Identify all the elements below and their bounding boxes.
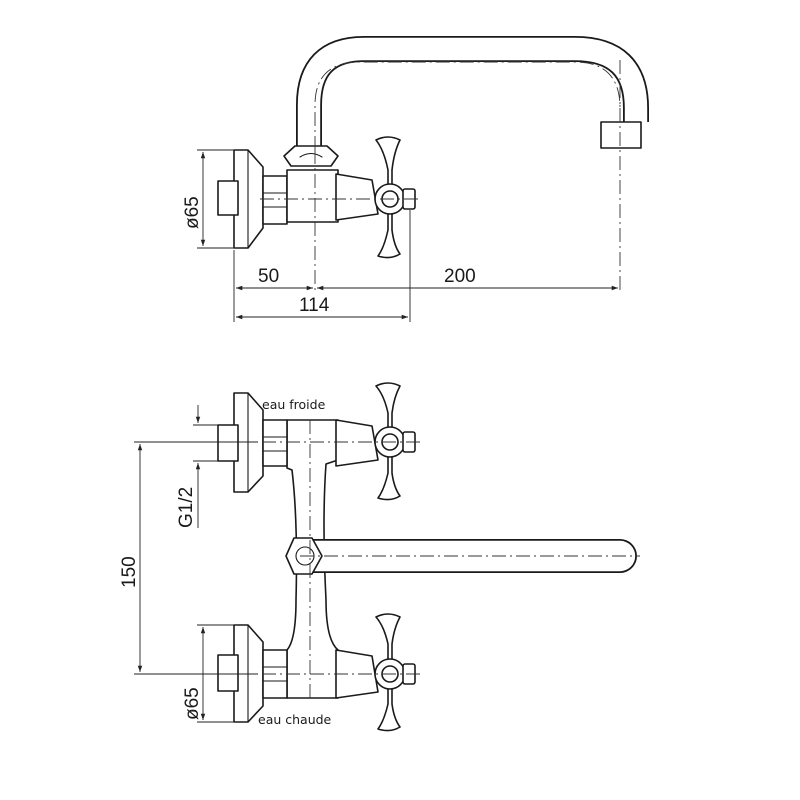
hex-nut: [262, 175, 288, 225]
dimension-50-200: 50 200: [233, 210, 618, 322]
swivel-ring: [283, 145, 339, 167]
cold-cross-handle[interactable]: [374, 382, 416, 501]
dimension-diameter-front: ø65: [182, 624, 238, 723]
dim-114-label: 114: [299, 295, 330, 316]
dim-200-label: 200: [444, 266, 476, 287]
dim-thread-label: G1/2: [176, 487, 197, 528]
hot-cross-handle[interactable]: [374, 613, 416, 732]
dim-diameter-front-label: ø65: [182, 687, 203, 720]
dimension-diameter-top: ø65: [182, 149, 238, 249]
hot-water-assembly: [217, 624, 379, 723]
valve-headpart: [335, 173, 379, 221]
front-view: eau froide eau chaude G1/2 150 ø65: [119, 382, 640, 732]
top-view: ø65 50 200 114: [182, 36, 649, 322]
dim-spacing-label: 150: [119, 556, 140, 588]
dimension-thread: G1/2: [176, 405, 218, 528]
dim-50-label: 50: [258, 266, 279, 287]
inlet-stub: [217, 180, 239, 216]
valve-body: [286, 169, 339, 223]
spout-tube: [296, 36, 649, 152]
cross-handle[interactable]: [374, 136, 416, 259]
cold-water-assembly: [217, 392, 379, 493]
hot-water-label: eau chaude: [258, 712, 332, 727]
cold-water-label: eau froide: [262, 397, 326, 412]
dimension-spacing: 150: [119, 441, 258, 675]
dim-diameter-label: ø65: [182, 196, 203, 229]
dimension-114: 114: [236, 295, 408, 320]
spout-nozzle: [600, 121, 642, 149]
